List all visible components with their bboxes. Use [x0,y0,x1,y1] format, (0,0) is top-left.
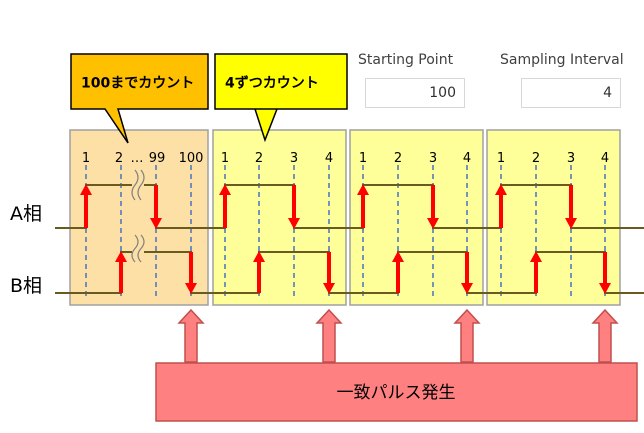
tick-label: 3 [290,151,298,166]
match-pulse-output-label: 一致パルス発生 [337,383,456,403]
b-rising-edge-arrow-head [253,251,265,262]
break-mark [131,234,139,263]
break-mark-gap [132,170,144,200]
starting-point-field[interactable]: 100 [365,78,465,108]
channel-a-label: A相 [10,203,42,225]
tick-label: 4 [463,151,471,166]
sampling-interval-field[interactable]: 4 [521,78,621,108]
channel-b-label: B相 [10,275,42,297]
b-falling-edge-arrow-head [599,283,611,294]
match-pulse-output-bar [155,362,638,422]
match-pulse-arrow [453,308,481,363]
break-mark-gap [132,235,144,262]
count-to-100-callout-shape [70,53,209,144]
channel-b-signal [55,251,644,294]
a-rising-edge-arrow-head [80,184,92,195]
tick-label: 2 [532,151,540,166]
break-mark [131,169,139,201]
break-mark [137,234,145,263]
tick-label: 1 [82,151,90,166]
tick-label: 2 [394,151,402,166]
count-to-100-callout-label: 100までカウント [81,76,194,92]
a-rising-edge-arrow-head [495,184,507,195]
b-rising-edge-arrow-head [115,251,127,262]
starting-point-label: Starting Point [358,52,454,68]
channel-a-signal [55,184,644,229]
sampling-interval-label: Sampling Interval [500,52,624,68]
match-pulse-arrow [591,308,619,363]
tick-label: 3 [567,151,575,166]
tick-label: 1 [497,151,505,166]
b-rising-edge-arrow-head [392,251,404,262]
match-pulse-arrow [315,308,343,363]
b-falling-edge-arrow-head [323,283,335,294]
interval-block-2 [349,129,484,306]
tick-label: 100 [179,151,204,166]
first-count-block [69,129,209,306]
tick-label: 2 [255,151,263,166]
a-falling-edge-arrow-head [427,218,439,229]
a-falling-edge-arrow-head [565,218,577,229]
count-by-4-callout-shape [214,53,348,143]
tick-label: 4 [601,151,609,166]
interval-block-3 [486,129,621,306]
interval-block-1 [212,129,347,306]
b-falling-edge-arrow-head [185,283,197,294]
tick-label: … [131,151,144,166]
match-pulse-arrow [177,308,205,363]
tick-label: 3 [429,151,437,166]
tick-label: 1 [359,151,367,166]
tick-label: 1 [221,151,229,166]
a-rising-edge-arrow-head [219,184,231,195]
break-mark [137,169,145,201]
tick-label: 2 [115,151,123,166]
a-falling-edge-arrow-head [150,218,162,229]
a-falling-edge-arrow-head [288,218,300,229]
tick-label: 99 [149,151,166,166]
b-rising-edge-arrow-head [530,251,542,262]
tick-label: 4 [325,151,333,166]
b-falling-edge-arrow-head [461,283,473,294]
a-rising-edge-arrow-head [357,184,369,195]
count-by-4-callout-label: 4ずつカウント [225,75,319,92]
